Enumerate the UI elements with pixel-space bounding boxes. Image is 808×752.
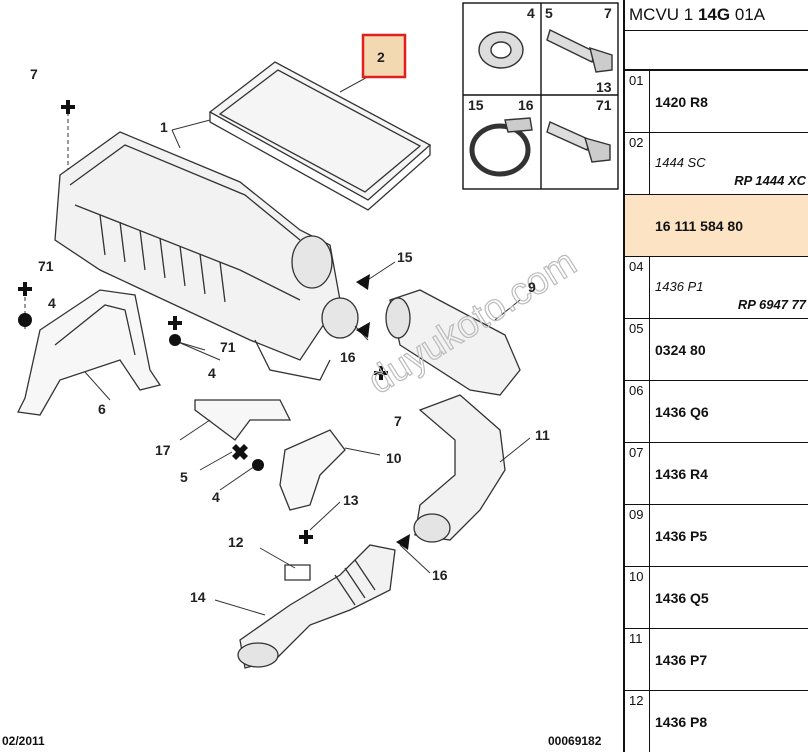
diagram-date: 02/2011	[2, 734, 45, 748]
callout-5[interactable]: 5	[180, 469, 188, 485]
part-reference[interactable]: 1436 Q6	[655, 403, 709, 420]
hardware-inset	[462, 2, 619, 190]
inset-label-7: 7	[604, 5, 612, 21]
table-row[interactable]: 01 1420 R8	[625, 71, 808, 133]
callout-6[interactable]: 6	[98, 401, 106, 417]
callout-14[interactable]: 14	[190, 589, 206, 605]
inset-label-15: 15	[468, 97, 484, 113]
callout-11[interactable]: 11	[535, 427, 550, 443]
inset-label-16: 16	[518, 97, 534, 113]
row-index: 09	[625, 505, 650, 566]
mounting-bracket[interactable]	[17, 289, 162, 416]
callout-4-left[interactable]: 4	[48, 295, 56, 311]
row-index: 04	[625, 257, 650, 318]
part-reference[interactable]: 1436 P1	[655, 279, 704, 294]
model-suffix: 01A	[734, 5, 766, 24]
callout-1[interactable]: 1	[160, 119, 168, 135]
inset-label-5: 5	[545, 5, 553, 21]
part-reference[interactable]: 1436 P7	[655, 651, 708, 668]
part-reference[interactable]: 1436 P5	[655, 527, 708, 544]
model-header: MCVU 1 14G 01A	[625, 0, 808, 31]
part-reference[interactable]: 1436 Q5	[655, 589, 709, 606]
inset-label-13: 13	[596, 79, 612, 95]
callout-16-mid[interactable]: 16	[340, 349, 356, 365]
part-reference[interactable]: 16 111 584 80	[655, 217, 743, 234]
table-row[interactable]: 09 1436 P5	[625, 505, 808, 567]
row-index: 07	[625, 443, 650, 504]
part-reference[interactable]: 1420 R8	[655, 93, 708, 110]
model-prefix: MCVU 1	[629, 5, 694, 24]
intake-duct-9[interactable]	[385, 289, 521, 396]
callout-10[interactable]: 10	[386, 450, 402, 466]
intake-duct-14[interactable]	[237, 544, 396, 669]
callout-7-mid[interactable]: 7	[394, 413, 402, 429]
callout-4-low[interactable]: 4	[212, 489, 220, 505]
row-index: 05	[625, 319, 650, 380]
row-index: 12	[625, 691, 650, 752]
callout-71-left[interactable]: 71	[38, 258, 54, 274]
model-code: 14G	[697, 5, 731, 24]
callout-71-mid[interactable]: 71	[220, 339, 236, 355]
callout-16-low[interactable]: 16	[432, 567, 448, 583]
inset-label-4: 4	[527, 5, 535, 21]
inset-label-71: 71	[596, 97, 612, 113]
callout-17[interactable]: 17	[155, 442, 171, 458]
replacement-reference[interactable]: RP 1444 XC	[734, 173, 806, 188]
table-row[interactable]: 12 1436 P8	[625, 691, 808, 752]
table-row[interactable]: 04 1436 P1 RP 6947 77	[625, 257, 808, 319]
callout-2[interactable]: 2	[377, 49, 385, 65]
exploded-parts-diagram: duyukoto.com 2 1 7 71 4 6 71 4 17 5 4 15…	[17, 2, 619, 669]
part-reference[interactable]: 1444 SC	[655, 155, 706, 170]
callout-9[interactable]: 9	[528, 279, 536, 295]
replacement-reference[interactable]: RP 6947 77	[737, 297, 806, 312]
table-row[interactable]: 05 0324 80	[625, 319, 808, 381]
intake-duct-11[interactable]	[413, 394, 506, 543]
diagram-doc-number: 00069182	[548, 734, 602, 748]
row-index: 10	[625, 567, 650, 628]
callout-4-mid[interactable]: 4	[208, 365, 216, 381]
table-row[interactable]: 07 1436 R4	[625, 443, 808, 505]
table-row-selected[interactable]: 16 111 584 80	[625, 195, 808, 257]
row-index: 06	[625, 381, 650, 442]
parts-table: MCVU 1 14G 01A 01 1420 R8 02 1444 SC RP …	[623, 0, 808, 752]
support-bracket[interactable]	[194, 399, 346, 511]
table-row[interactable]: 02 1444 SC RP 1444 XC	[625, 133, 808, 195]
row-index: 01	[625, 71, 650, 132]
air-filter-housing[interactable]	[54, 131, 359, 381]
part-reference[interactable]: 1436 P8	[655, 713, 708, 730]
callout-15[interactable]: 15	[397, 249, 413, 265]
header-spacer	[625, 31, 808, 71]
table-row[interactable]: 06 1436 Q6	[625, 381, 808, 443]
table-row[interactable]: 11 1436 P7	[625, 629, 808, 691]
part-reference[interactable]: 0324 80	[655, 341, 706, 358]
part-reference[interactable]: 1436 R4	[655, 465, 708, 482]
callout-13[interactable]: 13	[343, 492, 359, 508]
table-row[interactable]: 10 1436 Q5	[625, 567, 808, 629]
callout-7-top[interactable]: 7	[30, 66, 38, 82]
callout-12[interactable]: 12	[228, 534, 244, 550]
row-index: 02	[625, 133, 650, 194]
air-filter-element[interactable]	[208, 61, 432, 211]
row-index: 11	[625, 629, 650, 690]
fastener-markers	[18, 100, 410, 550]
